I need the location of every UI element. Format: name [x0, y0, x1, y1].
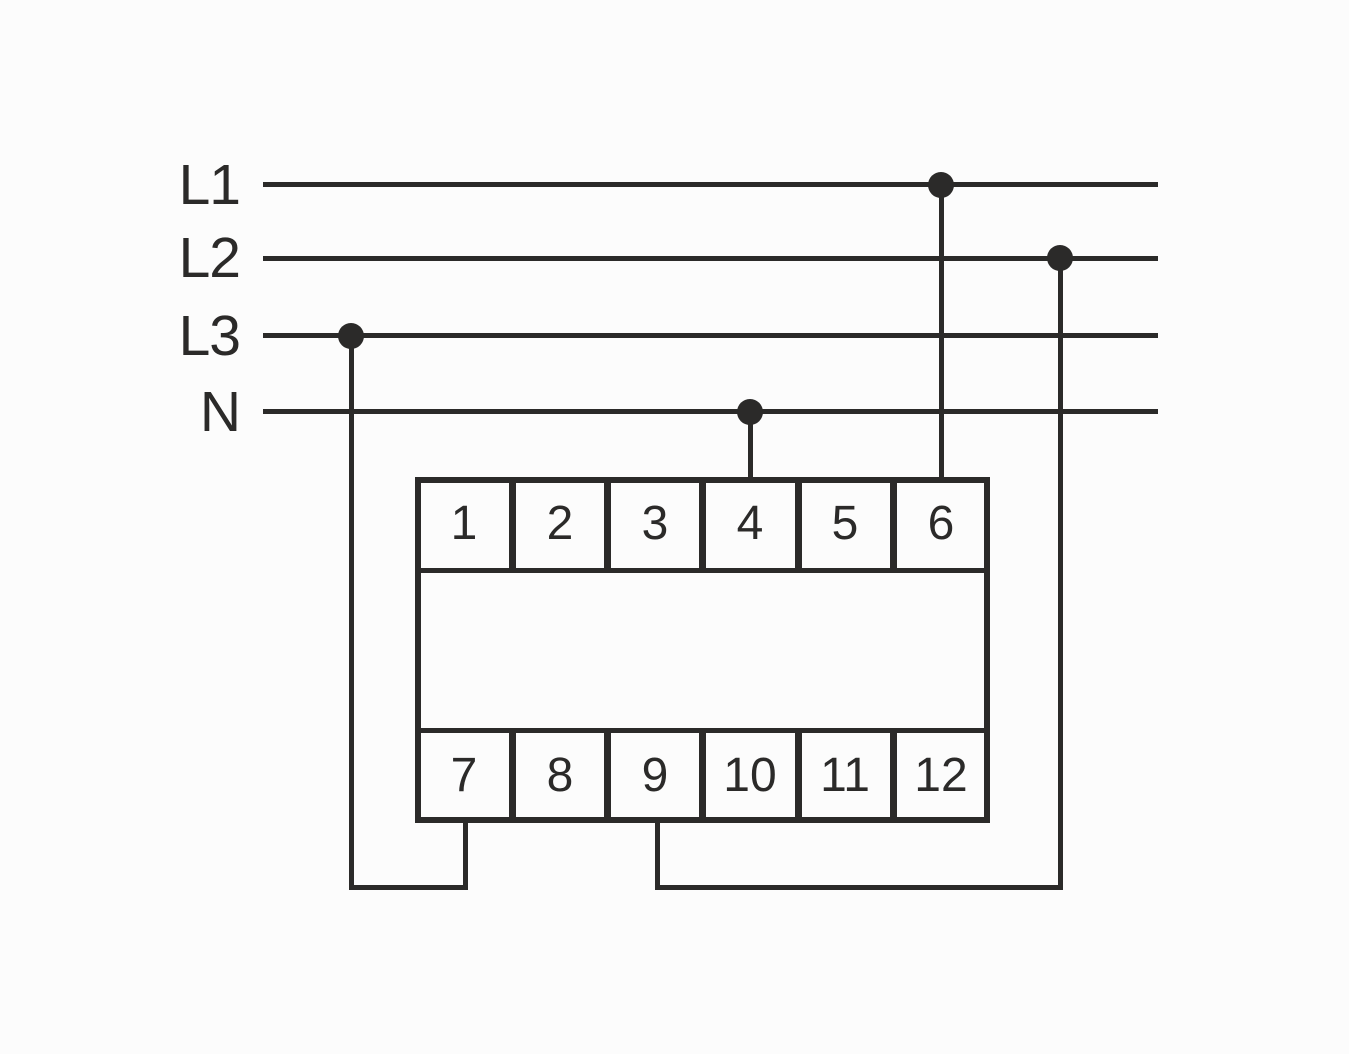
cell-divider-top-2-3: [604, 477, 611, 570]
junction-dot-l2: [1047, 245, 1073, 271]
cell-divider-top-5-6: [890, 477, 897, 570]
wire-l1-to-terminal-6: [939, 185, 944, 479]
bus-label-l1: L1: [178, 152, 241, 217]
terminal-label-3: 3: [641, 497, 669, 550]
cell-divider-top-4-5: [795, 477, 802, 570]
cell-divider-top-1-2: [509, 477, 516, 570]
terminal-label-7: 7: [450, 749, 478, 802]
cell-divider-bottom-9-10: [699, 728, 706, 823]
bus-line-l3: [263, 333, 1158, 338]
terminal-label-8: 8: [546, 749, 574, 802]
cell-divider-bottom-8-9: [604, 728, 611, 823]
junction-dot-l3: [338, 323, 364, 349]
terminal-label-10: 10: [723, 749, 777, 802]
cell-divider-bottom-10-11: [795, 728, 802, 823]
bus-line-l2: [263, 256, 1158, 261]
wire-terminal-7-drop: [463, 818, 468, 890]
terminal-label-9: 9: [641, 749, 669, 802]
bus-label-l3: L3: [178, 303, 241, 368]
bus-line-n: [263, 409, 1158, 414]
bus-line-l1: [263, 182, 1158, 187]
terminal-label-12: 12: [914, 749, 968, 802]
junction-dot-n: [737, 399, 763, 425]
junction-dot-l1: [928, 172, 954, 198]
terminal-label-11: 11: [820, 749, 870, 802]
terminal-label-1: 1: [450, 497, 478, 550]
wire-l2-right-drop: [1058, 258, 1063, 890]
wire-terminal-9-drop: [655, 818, 660, 890]
wire-n-to-terminal-4: [748, 412, 753, 479]
cell-divider-bottom-7-8: [509, 728, 516, 823]
wire-l3-left-drop: [349, 336, 354, 890]
cell-divider-top-3-4: [699, 477, 706, 570]
terminal-label-4: 4: [736, 497, 764, 550]
terminal-label-2: 2: [546, 497, 574, 550]
terminal-row-divider-top: [415, 568, 990, 573]
bus-label-l2: L2: [178, 225, 241, 290]
terminal-label-5: 5: [831, 497, 859, 550]
cell-divider-bottom-11-12: [890, 728, 897, 823]
wire-l2-bottom-run: [655, 885, 1063, 890]
bus-label-n: N: [199, 379, 241, 444]
wire-l3-bottom-run: [349, 885, 468, 890]
terminal-label-6: 6: [927, 497, 955, 550]
